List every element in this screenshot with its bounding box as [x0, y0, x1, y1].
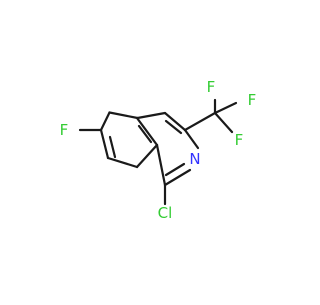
chlorine-label: Cl [158, 204, 173, 222]
cf3-fluorine-right-label: F [248, 91, 257, 109]
structure-canvas: F N Cl F F F [0, 0, 300, 300]
bond-c5-c4a [135, 116, 159, 147]
bond-c8a-c4a [135, 143, 159, 169]
bond-cf3-f-right [213, 101, 238, 115]
cf3-fluorine-bottom-label: F [235, 131, 244, 149]
bond-cf3-f-bottom [213, 111, 234, 134]
bonds [78, 98, 238, 206]
bond-c5-c4a-double [137, 124, 153, 144]
bond-c5-c6 [108, 111, 139, 120]
bond-c7-c8-double [108, 135, 117, 159]
bond-c4-c3-double [164, 119, 183, 135]
bond-c4a-c4 [136, 111, 167, 120]
bond-n-c1-double [164, 162, 186, 177]
bond-c3-n [183, 128, 200, 150]
bond-c6-c7 [99, 111, 111, 132]
bond-c3-cf3 [183, 111, 217, 132]
molecule-diagram: F N Cl F F F [0, 0, 300, 300]
cf3-fluorine-top-label: F [207, 78, 216, 96]
atom-labels: F N Cl F F F [60, 78, 257, 222]
bond-c1-c8a [155, 143, 167, 187]
fluorine-label: F [60, 121, 69, 139]
background [0, 0, 300, 300]
nitrogen-label: N [189, 150, 200, 168]
bond-n-c1 [163, 168, 192, 187]
bond-c8-c8a [106, 156, 139, 169]
bond-c4-c3 [163, 111, 187, 132]
bond-c7-c8 [99, 128, 110, 160]
